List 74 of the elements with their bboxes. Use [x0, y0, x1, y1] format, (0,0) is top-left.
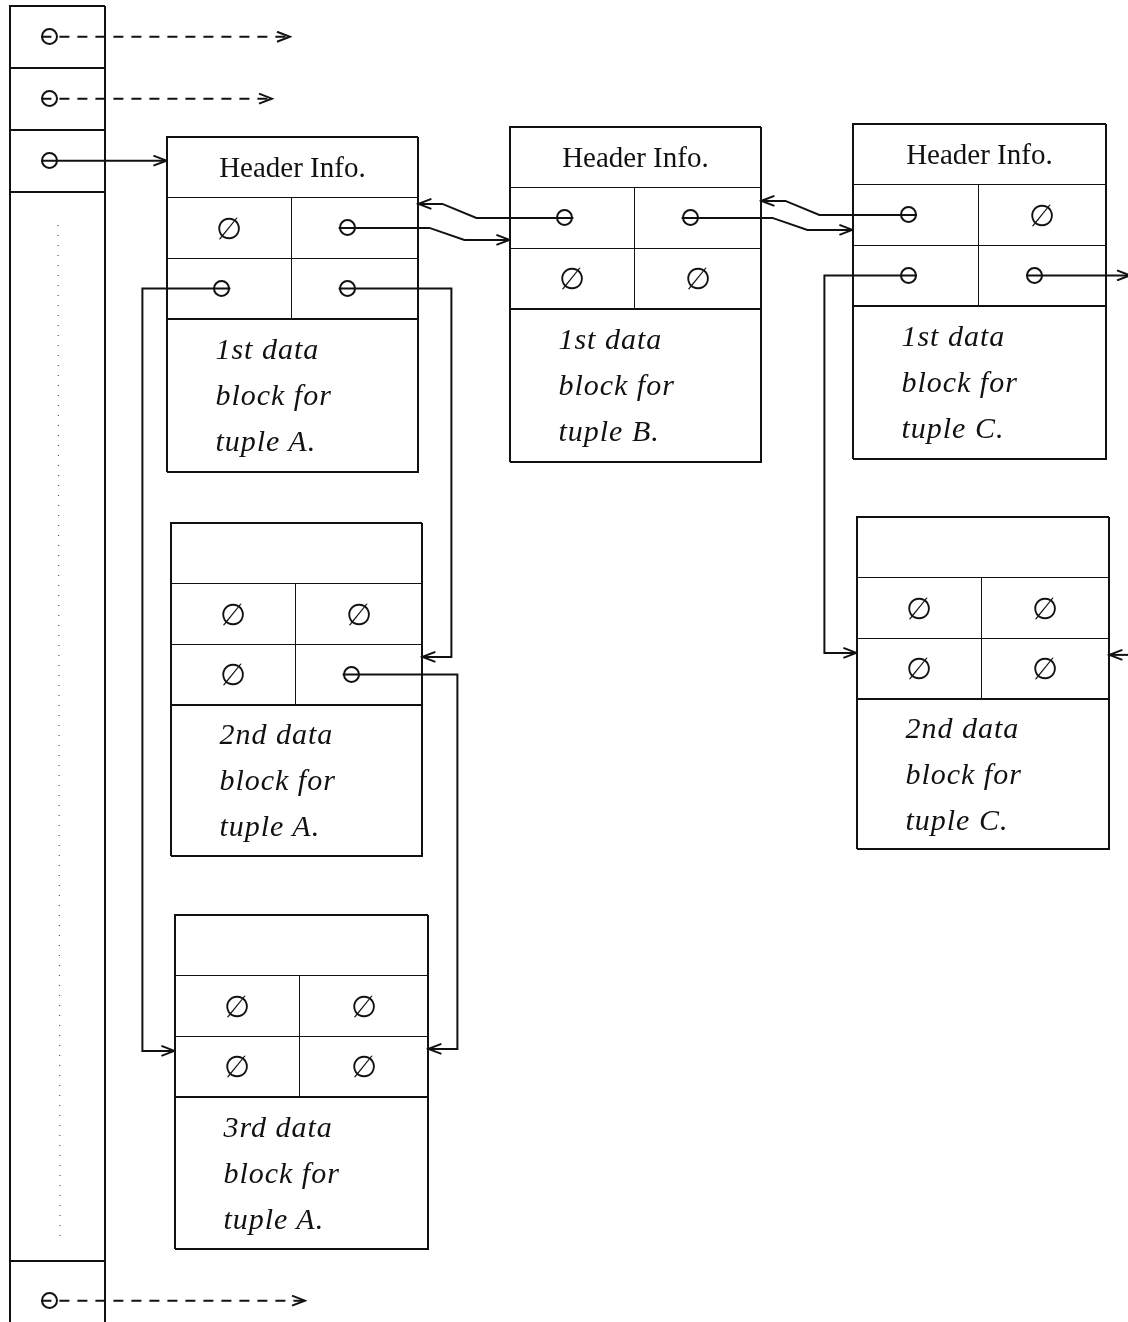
header-cell: [166, 136, 419, 199]
pointer-cell: [977, 244, 1107, 307]
table-cell: [509, 308, 762, 463]
table-cell: [9, 191, 106, 1263]
block-description: 2nd data block for tuple A.: [219, 716, 337, 845]
data-block: [857, 517, 1110, 850]
null-pointer-symbol: ∅: [220, 657, 247, 693]
table-cell: [9, 1260, 106, 1322]
null-pointer-symbol: ∅: [906, 651, 933, 687]
null-pointer-symbol: ∅: [224, 988, 251, 1024]
pointer-circle: [1026, 266, 1044, 284]
null-pointer-symbol: ∅: [906, 590, 933, 626]
table-cell: [856, 637, 983, 700]
pointer-circle: [41, 1292, 59, 1310]
data-block: [167, 137, 419, 473]
pointer-circle: [556, 209, 574, 227]
table-cell: [170, 704, 423, 857]
null-pointer-symbol: ∅: [345, 596, 372, 632]
pointer-cell: [294, 643, 423, 706]
null-pointer-symbol: ∅: [224, 1049, 251, 1085]
table-cell: [166, 318, 419, 473]
block-description: 2nd data block for tuple C.: [905, 709, 1023, 838]
header-cell: [170, 522, 423, 585]
table-cell: [298, 1035, 429, 1098]
header-cell: [174, 914, 429, 977]
block-description: 3rd data block for tuple A.: [223, 1108, 341, 1237]
pointer-circle: [41, 28, 59, 46]
table-cell: [9, 5, 106, 69]
header-label: Header Info.: [219, 150, 366, 184]
table-cell: [509, 247, 636, 310]
header-label: Header Info.: [562, 140, 709, 174]
null-pointer-symbol: ∅: [350, 988, 377, 1024]
header-cell: [856, 516, 1110, 579]
pointer-circle: [213, 279, 231, 297]
arrow: [1108, 648, 1128, 661]
header-cell: [852, 123, 1107, 186]
null-pointer-symbol: ∅: [1032, 651, 1059, 687]
block-description: 1st data block for tuple B.: [558, 321, 676, 450]
pointer-cell: [290, 257, 419, 320]
pointer-circle: [338, 279, 356, 297]
data-block: [175, 915, 429, 1250]
table-cell: [9, 67, 106, 131]
table-cell: [9, 129, 106, 193]
null-pointer-symbol: ∅: [216, 210, 243, 246]
table-cell: [170, 643, 297, 706]
pointer-cell: [852, 244, 980, 307]
pointer-circle: [899, 266, 917, 284]
pointer-circle: [899, 206, 917, 224]
null-pointer-symbol: ∅: [350, 1049, 377, 1085]
table-cell: [174, 1096, 429, 1250]
block-description: 1st data block for tuple A.: [215, 331, 333, 460]
null-pointer-symbol: ∅: [220, 596, 247, 632]
null-pointer-symbol: ∅: [1032, 590, 1059, 626]
null-pointer-symbol: ∅: [559, 261, 586, 297]
table-cell: [856, 698, 1110, 850]
pointer-circle: [338, 219, 356, 237]
pointer-cell: [166, 257, 293, 320]
pointer-circle: [41, 152, 59, 170]
data-block: [171, 523, 423, 857]
null-pointer-symbol: ∅: [1029, 197, 1056, 233]
data-block: [510, 127, 762, 463]
table-cell: [174, 1035, 301, 1098]
pointer-circle: [681, 209, 699, 227]
table-cell: [852, 305, 1107, 460]
tuple-table: [10, 6, 106, 1322]
header-cell: [509, 126, 762, 189]
null-pointer-symbol: ∅: [684, 261, 711, 297]
pointer-circle: [41, 90, 59, 108]
table-cell: [633, 247, 762, 310]
block-description: 1st data block for tuple C.: [901, 318, 1019, 447]
pointer-circle: [342, 665, 360, 683]
header-label: Header Info.: [906, 137, 1053, 171]
table-cell: [980, 637, 1110, 700]
data-block: [853, 124, 1107, 460]
